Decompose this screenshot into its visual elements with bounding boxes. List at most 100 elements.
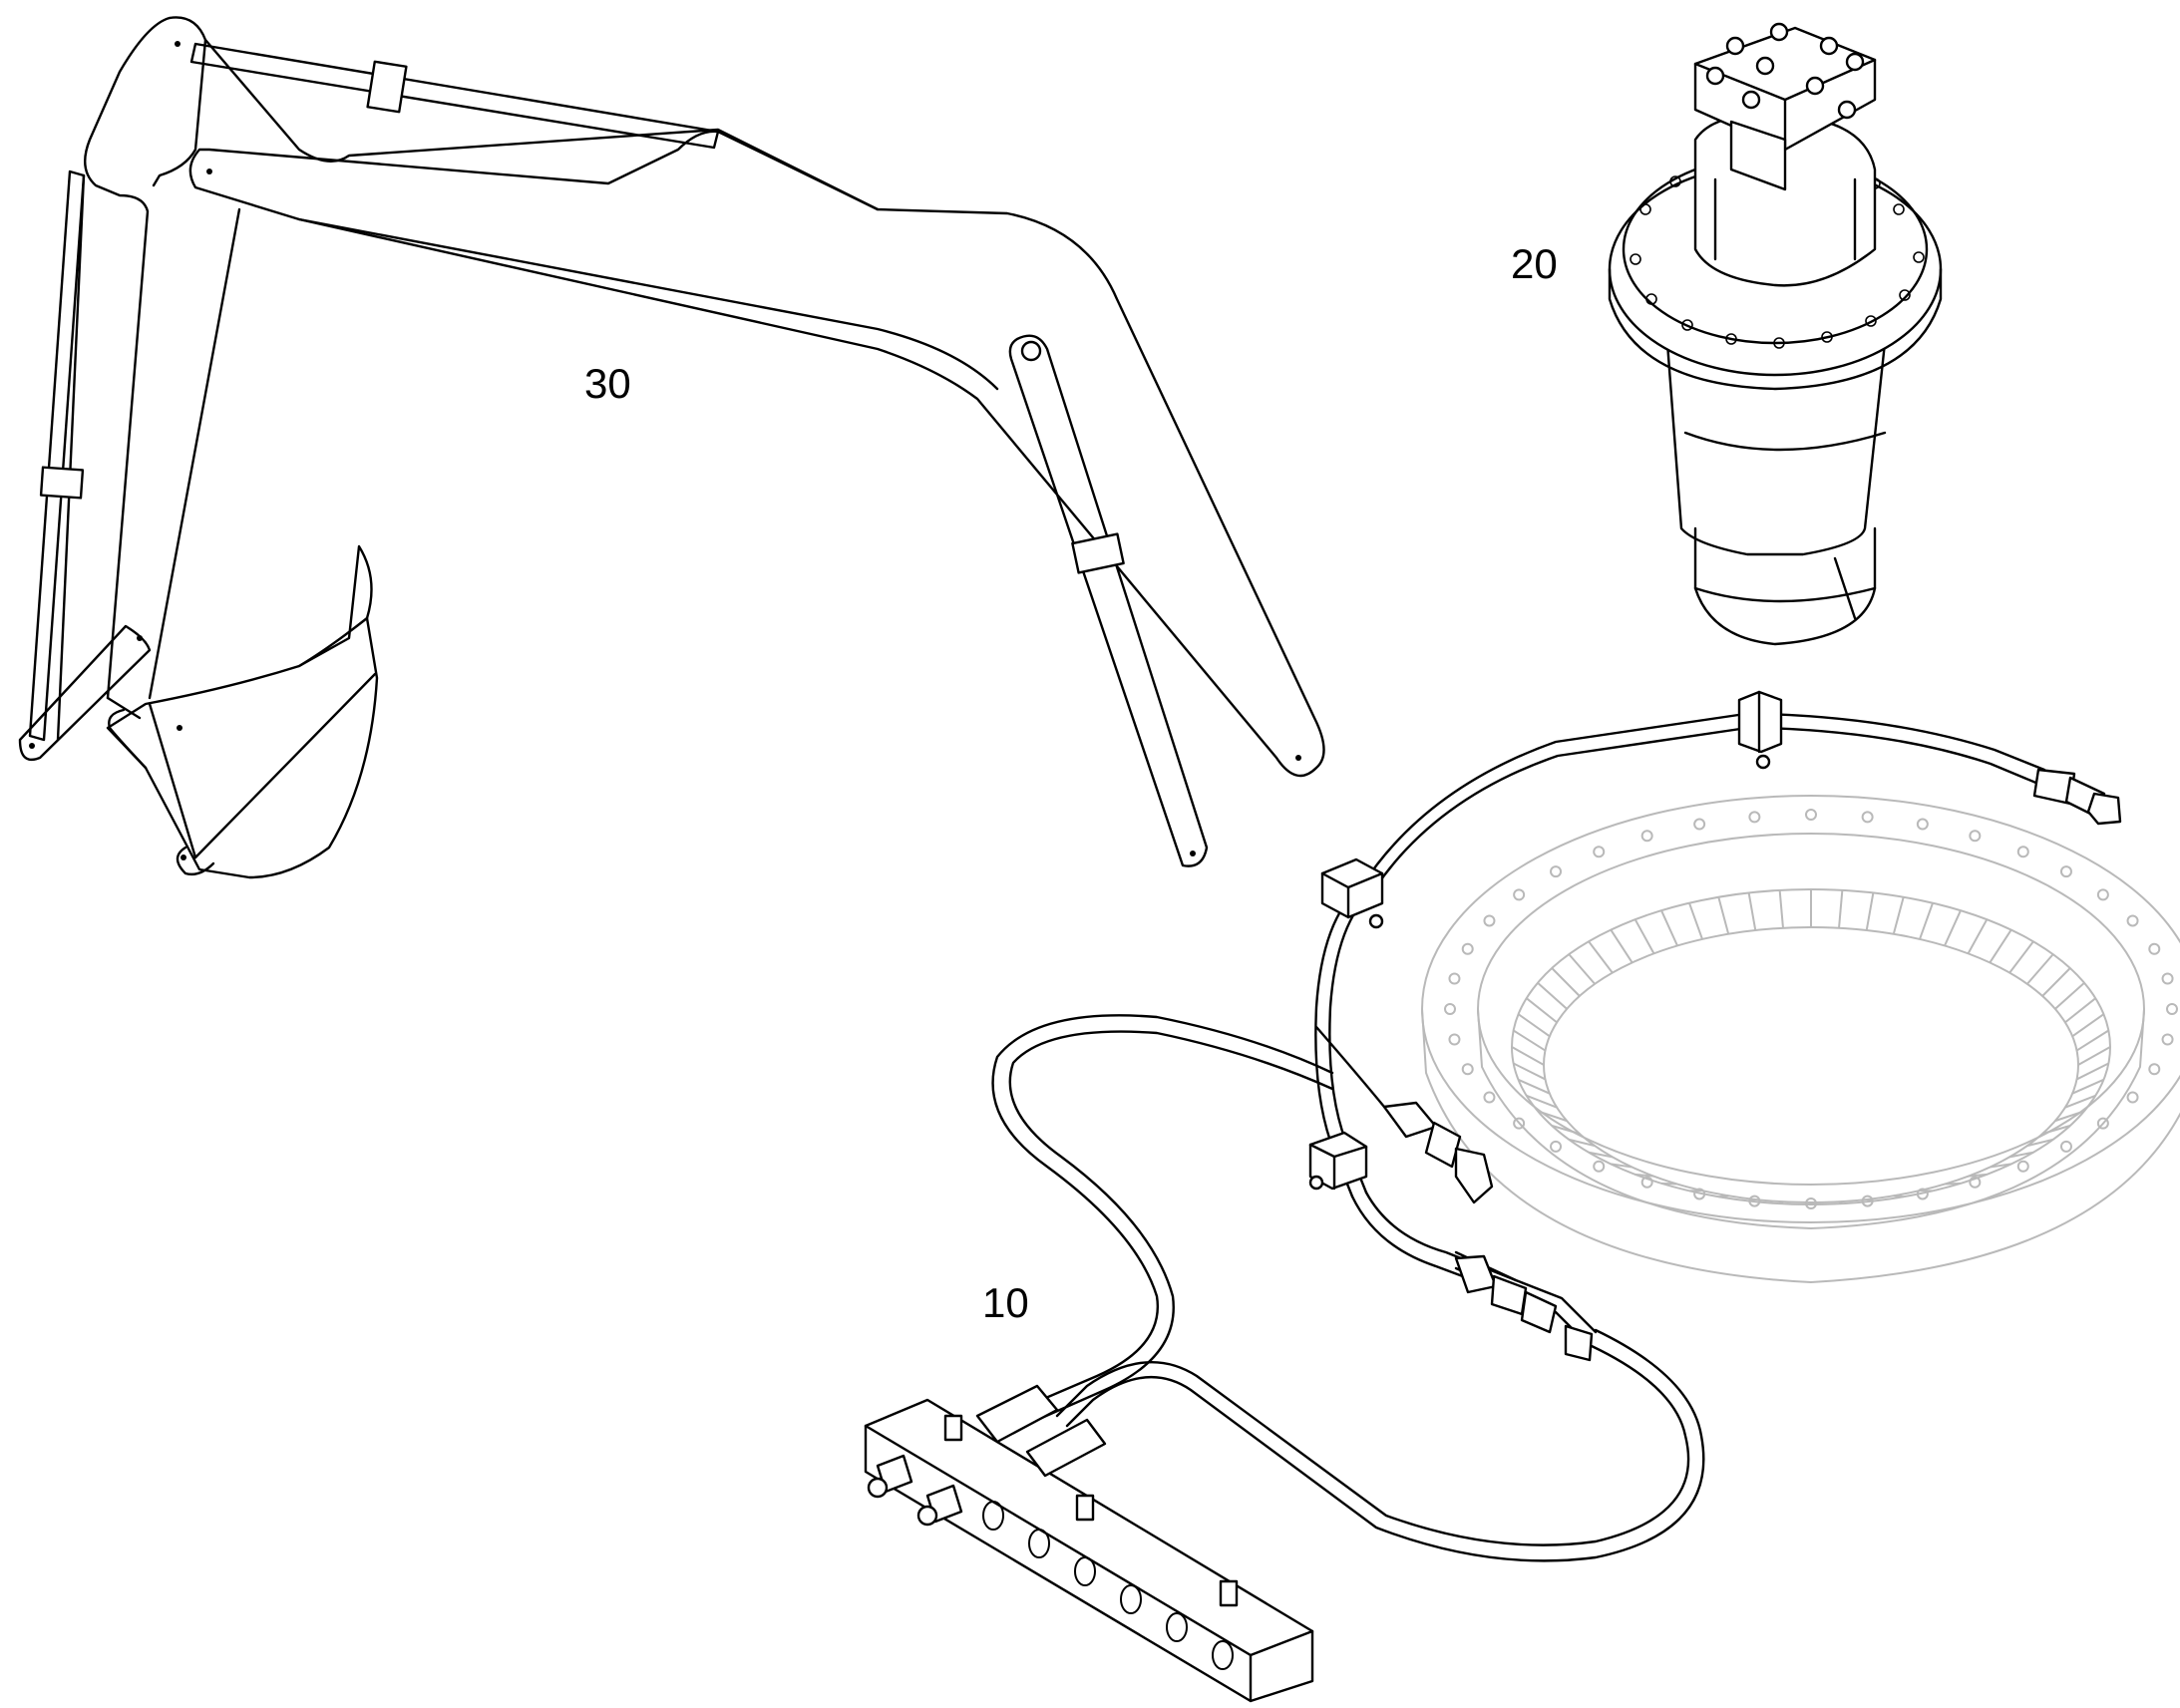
bolt-hole	[1513, 888, 1526, 901]
gear-tooth	[1526, 1094, 1558, 1109]
hose-coupling	[1454, 1254, 1594, 1362]
gear-tooth	[1537, 981, 1568, 1010]
gear-tooth	[1588, 940, 1614, 974]
bolt-hole	[1748, 1195, 1761, 1207]
bolt-hole	[1513, 1117, 1526, 1130]
bucket	[106, 544, 379, 879]
bolt-hole	[1805, 809, 1817, 821]
gear-tooth	[1513, 1029, 1547, 1052]
gear-tooth	[1717, 896, 1730, 935]
gear-tooth	[1588, 1151, 1614, 1159]
bolt-hole	[1461, 1063, 1474, 1076]
gear-tooth	[1518, 1078, 1551, 1095]
gear-tooth	[2071, 1013, 2105, 1038]
gear-tooth	[1513, 1062, 1546, 1081]
gear-tooth	[2077, 1046, 2111, 1066]
hose-clamp	[1737, 690, 1783, 770]
bolt-hole	[2161, 1033, 2174, 1046]
bolt-hole	[2096, 888, 2109, 901]
pivot-link	[18, 624, 152, 762]
bolt-hole	[1693, 818, 1706, 831]
bolt-hole	[2016, 1160, 2029, 1173]
gear-tooth	[2008, 940, 2034, 974]
gear-tooth	[1967, 918, 1989, 954]
bolt-hole	[2148, 942, 2161, 955]
bolt-hole	[1448, 972, 1461, 985]
bolt-hole	[1640, 830, 1653, 843]
gear-tooth	[1537, 1110, 1568, 1123]
bolt-hole	[1444, 1003, 1456, 1015]
arm-stick	[84, 16, 880, 720]
bolt-hole	[1861, 811, 1874, 824]
gear-tooth	[1568, 953, 1596, 985]
hose-clamp	[1320, 857, 1384, 929]
gear-tooth	[2026, 953, 2054, 985]
control-valve-block	[1693, 22, 1877, 191]
arm-cylinder	[189, 42, 720, 150]
bolt-hole	[1861, 1195, 1874, 1207]
gear-tooth	[2054, 981, 2085, 1010]
gear-tooth	[1747, 892, 1757, 931]
gear-tooth	[1660, 909, 1678, 946]
callout-20: 20	[1511, 240, 1558, 287]
bolt-hole	[2016, 846, 2029, 858]
swing-drive-gearbox	[1608, 22, 1943, 646]
bucket-link-rod	[1008, 334, 1209, 867]
gear-tooth	[2054, 1110, 2085, 1123]
callout-30: 30	[584, 360, 631, 407]
hose-clamp	[1308, 1131, 1368, 1191]
gear-tooth	[1517, 1013, 1551, 1038]
gear-tooth	[2041, 967, 2071, 997]
gear-tooth	[1610, 929, 1634, 963]
bucket-cylinder	[28, 170, 86, 742]
boom-arm-assembly	[18, 16, 1325, 879]
gear-tooth	[2075, 1029, 2109, 1052]
lubrication-kit	[864, 690, 2122, 1703]
gear-tooth	[1944, 909, 1962, 946]
gear-tooth	[1611, 1163, 1633, 1169]
bolt-hole	[1969, 830, 1982, 843]
gear-tooth	[1779, 1200, 1784, 1205]
gear-tooth	[1919, 902, 1934, 940]
slewing-ring-gear	[1421, 795, 2180, 1284]
gear-tooth	[2064, 997, 2096, 1024]
bolt-hole	[1593, 846, 1606, 858]
hose-coupling	[1382, 1101, 1494, 1204]
bolt-hole	[1483, 1091, 1496, 1104]
gear-tooth	[1660, 1182, 1678, 1186]
bolt-hole	[2096, 1117, 2109, 1130]
bolt-hole	[1461, 942, 1474, 955]
bolt-hole	[2166, 1003, 2178, 1015]
bolt-hole	[1640, 1176, 1653, 1189]
gear-tooth	[1990, 1163, 2011, 1169]
gear-tooth	[1511, 1046, 1545, 1066]
bolt-hole	[1448, 1033, 1461, 1046]
bolt-hole	[2148, 1063, 2161, 1076]
grease-nipple-fitting	[2032, 768, 2122, 826]
boom	[175, 41, 1325, 778]
distribution-block	[864, 1384, 1314, 1703]
bolt-hole	[1805, 1197, 1817, 1209]
callout-10: 10	[982, 1279, 1029, 1326]
bolt-hole	[2126, 914, 2139, 927]
bolt-hole	[1593, 1160, 1606, 1173]
gear-tooth	[1989, 929, 2012, 963]
gear-tooth	[1892, 896, 1905, 935]
ring-teeth	[1511, 889, 2111, 1205]
gear-tooth	[2041, 1125, 2071, 1135]
bolt-hole	[1550, 865, 1563, 878]
gear-tooth	[1944, 1182, 1962, 1186]
gear-tooth	[2071, 1078, 2104, 1095]
bolt-hole	[1693, 1188, 1706, 1200]
gear-tooth	[1551, 967, 1581, 997]
gear-tooth	[2008, 1151, 2034, 1159]
bolt-hole	[1916, 818, 1929, 831]
gear-tooth	[1569, 1138, 1596, 1148]
gear-tooth	[1968, 1173, 1988, 1178]
gear-tooth	[1551, 1125, 1581, 1135]
bolt-hole	[1550, 1140, 1563, 1153]
gear-tooth	[2026, 1138, 2053, 1148]
bolt-hole	[1483, 914, 1496, 927]
